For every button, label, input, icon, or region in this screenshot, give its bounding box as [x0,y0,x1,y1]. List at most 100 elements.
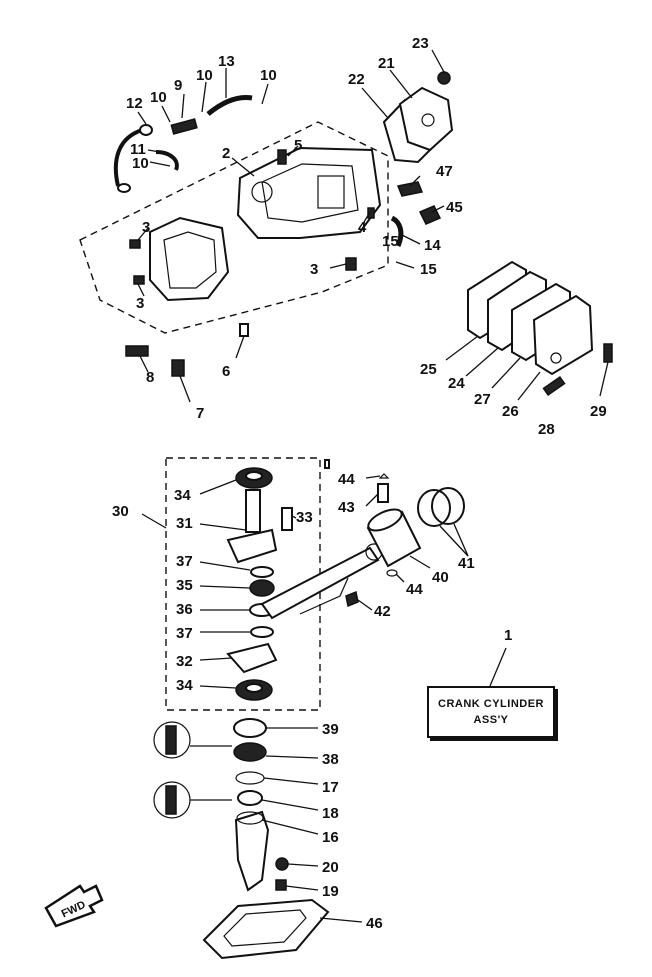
forward-direction-badge: FWD [44,884,104,928]
lead-42 [357,599,373,611]
plug-lower [117,183,131,193]
callout-30: 30 [112,503,129,520]
callout-41: 41 [458,555,475,572]
callout-5: 5 [294,137,302,154]
lead-47 [409,175,421,187]
callout-1: 1 [504,627,512,644]
callout-33: 33 [296,509,313,526]
callout-6: 6 [222,363,230,380]
bolt-3b [345,257,357,271]
hose-13 [206,95,253,116]
head-cover-bolt-hole [421,113,435,127]
callout-3: 3 [310,261,318,278]
lead-5 [287,145,299,157]
fwd-arrow-icon [44,884,104,928]
callout-34: 34 [174,487,191,504]
lead-10c [161,105,171,123]
lead-29 [599,361,609,397]
pin-guide [299,577,349,615]
callout-22: 22 [348,71,365,88]
oil-seal-39 [233,718,267,738]
bolt-4 [367,207,375,219]
oil-seal-38 [233,742,267,762]
callout-35: 35 [176,577,193,594]
lead-27 [491,357,521,389]
callout-9: 9 [174,77,182,94]
callout-20: 20 [322,859,339,876]
callout-42: 42 [374,603,391,620]
callout-40: 40 [432,569,449,586]
lead-30 [141,513,167,529]
lead-19 [285,885,319,891]
callout-labels: 23 21 22 13 10 10 9 12 10 11 10 2 5 47 4… [112,35,607,932]
gasket-46-inner [223,909,307,947]
ring-41a [417,489,451,527]
bolt-3a [129,239,141,249]
callout-47: 47 [436,163,453,180]
crankcase-half-inner [163,231,217,289]
callout-15: 15 [420,261,437,278]
lead-4 [363,211,371,223]
block-boss-left [251,181,273,203]
callout-43: 43 [338,499,355,516]
bolt-19 [275,879,287,891]
oil-seal-18 [237,790,263,806]
crank-web-32 [226,642,278,674]
callout-14: 14 [424,237,441,254]
callout-44: 44 [338,471,355,488]
crankshaft-group [165,457,465,711]
lead-20 [287,863,319,867]
piston-top [367,508,403,532]
hose-11b [155,150,179,171]
lead-1 [489,647,507,687]
callout-3: 3 [142,219,150,236]
callout-25: 25 [420,361,437,378]
thermostat-45 [418,205,442,225]
key-33 [281,507,293,531]
lead-44b [395,573,405,583]
bolt-28 [542,375,566,397]
lead-40 [409,555,431,569]
housing-top [236,811,264,825]
lead-32 [199,657,233,661]
callout-10: 10 [260,67,277,84]
lead-33 [291,515,297,519]
callout-39: 39 [322,721,339,738]
callout-23: 23 [412,35,429,52]
dowel-pin-6 [239,323,249,337]
bearing-34-bottom-inner [245,683,263,693]
callout-13: 13 [218,53,235,70]
callout-16: 16 [322,829,339,846]
assembly-2-boundary [79,121,389,334]
crank-web-31 [226,528,278,564]
callout-28: 28 [538,421,555,438]
lead-24 [465,347,499,377]
callout-27: 27 [474,391,491,408]
callout-15: 15 [382,233,399,250]
lead-25 [445,335,479,361]
lead-10d [149,161,171,167]
callout-3: 3 [136,295,144,312]
hose-14 [390,215,404,247]
lead-26 [517,371,541,401]
lead-15a [395,261,415,269]
callout-17: 17 [322,779,339,796]
lead-45 [431,205,445,213]
washer-37b [250,626,274,638]
crankshaft-upper-31 [245,489,261,533]
callout-8: 8 [146,369,154,386]
assembly-title-line2: ASS'Y [473,714,509,726]
bolt-7 [171,359,185,377]
switch-47 [396,181,424,197]
callout-7: 7 [196,405,204,422]
callout-10: 10 [150,89,167,106]
lead-34b [199,685,237,689]
lead-3a [137,227,149,241]
connecting-rod [260,546,380,620]
fitting-9 [170,118,198,135]
hose-11 [113,128,143,187]
lead-34a [199,479,237,495]
callout-19: 19 [322,883,339,900]
seal-inset-top [153,721,191,759]
lead-11 [147,149,161,153]
